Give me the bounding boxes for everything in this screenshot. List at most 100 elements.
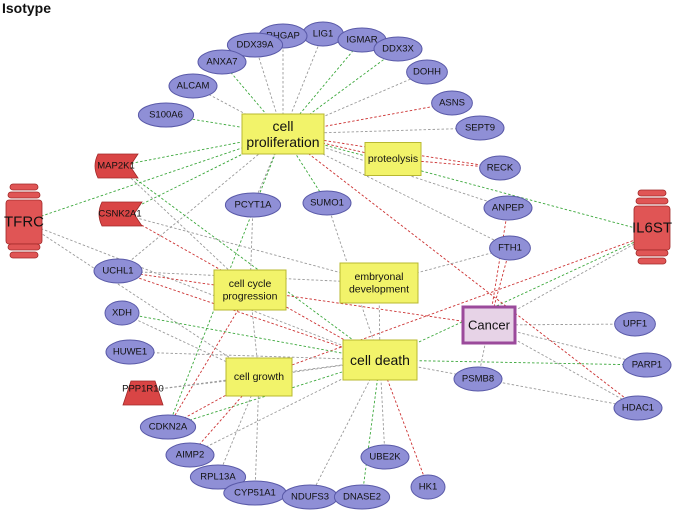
- gene-node-dohh[interactable]: DOHH: [406, 59, 448, 85]
- edge-IGMAR-cell_proliferation: [282, 39, 363, 135]
- gene-label: HK1: [419, 482, 437, 493]
- gene-ellipse: [197, 49, 247, 75]
- edge-HK1-cell_death: [379, 359, 429, 488]
- gene-node-ddx39a[interactable]: DDX39A: [226, 32, 284, 58]
- edge-HDAC1-Cancer: [488, 324, 639, 409]
- gene-ellipse: [613, 395, 663, 421]
- gene-node-xdh[interactable]: XDH: [104, 300, 140, 326]
- edge-HDAC1-cell_death: [379, 359, 639, 409]
- receptor-shape: [637, 257, 667, 265]
- gene-label: UPF1: [623, 319, 647, 330]
- gene-label: PSMB8: [462, 374, 494, 385]
- process-box: [339, 262, 419, 304]
- gene-node-hk1[interactable]: HK1: [410, 474, 446, 500]
- phosphatase-node-ppp1r10[interactable]: PPP1R10: [122, 380, 164, 406]
- gene-node-ube2k[interactable]: UBE2K: [360, 444, 410, 470]
- gene-ellipse: [431, 90, 473, 116]
- gene-node-ndufs3[interactable]: NDUFS3: [281, 484, 339, 510]
- gene-node-cyp51a1[interactable]: CYP51A1: [223, 480, 287, 506]
- process-node-proteolysis[interactable]: proteolysis: [364, 142, 422, 176]
- receptor-node-tfrc[interactable]: TFRC: [4, 183, 44, 259]
- gene-node-aimp2[interactable]: AIMP2: [165, 442, 215, 468]
- edge-UCHL1-cell_death: [117, 270, 381, 361]
- gene-label: UCHL1: [102, 266, 133, 277]
- edge-IL6ST-cell_growth: [258, 232, 655, 378]
- gene-node-asns[interactable]: ASNS: [431, 90, 473, 116]
- gene-node-lig1[interactable]: LIG1: [302, 21, 344, 47]
- gene-node-rpl13a[interactable]: RPL13A: [189, 464, 247, 490]
- figure-title: Isotype: [2, 0, 52, 16]
- gene-label: DDX39A: [237, 40, 275, 51]
- gene-ellipse: [406, 59, 448, 85]
- gene-ellipse: [93, 258, 143, 284]
- gene-node-uchl1[interactable]: UCHL1: [93, 258, 143, 284]
- kinase-label: MAP2K1: [97, 161, 135, 172]
- edge-ANPEP-Cancer: [488, 207, 509, 326]
- edge-HDAC1-cell_proliferation: [282, 133, 639, 409]
- receptor-label: IL6ST: [632, 220, 672, 237]
- gene-node-alcam[interactable]: ALCAM: [168, 73, 218, 99]
- gene-ellipse: [455, 115, 505, 141]
- gene-node-cdkn2a[interactable]: CDKN2A: [139, 414, 197, 440]
- gene-label: DDX3X: [382, 44, 414, 55]
- edge-PARP1-cell_death: [379, 359, 648, 366]
- gene-label: SUMO1: [310, 198, 344, 209]
- receptor-shape: [637, 189, 667, 197]
- gene-node-anpep[interactable]: ANPEP: [483, 195, 533, 221]
- gene-node-sept9[interactable]: SEPT9: [455, 115, 505, 141]
- process-box: [241, 113, 325, 155]
- gene-node-reck[interactable]: RECK: [479, 155, 521, 181]
- gene-label: RHGAP: [266, 31, 300, 42]
- gene-label: ANXA7: [206, 57, 237, 68]
- gene-label: IGMAR: [346, 35, 377, 46]
- gene-node-sumo1[interactable]: SUMO1: [302, 190, 352, 216]
- process-box: [225, 357, 293, 397]
- gene-node-fth1[interactable]: FTH1: [489, 235, 531, 261]
- receptor-shape: [7, 191, 41, 199]
- disease-node-cancer[interactable]: Cancer: [461, 305, 517, 345]
- phosphatase-shape: [122, 380, 164, 406]
- process-label: cell cycle: [229, 278, 272, 290]
- gene-node-dnase2[interactable]: DNASE2: [333, 484, 391, 510]
- edge-DNASE2-cell_death: [361, 359, 381, 498]
- gene-ellipse: [483, 195, 533, 221]
- gene-node-upf1[interactable]: UPF1: [614, 311, 656, 337]
- process-node-cell-growth[interactable]: cell growth: [225, 357, 293, 397]
- process-label: proliferation: [246, 134, 319, 150]
- gene-label: NDUFS3: [291, 492, 329, 503]
- gene-label: CYP51A1: [234, 488, 276, 499]
- gene-node-pcyt1a[interactable]: PCYT1A: [224, 192, 282, 218]
- edge-UCHL1-Cancer: [117, 270, 490, 326]
- gene-node-parp1[interactable]: PARP1: [622, 352, 672, 378]
- receptor-shape: [7, 243, 41, 251]
- kinase-node-map2k1[interactable]: MAP2K1: [94, 153, 139, 179]
- process-node-cell-death[interactable]: cell death: [342, 339, 418, 381]
- gene-ellipse: [165, 442, 215, 468]
- gene-node-hdac1[interactable]: HDAC1: [613, 395, 663, 421]
- gene-ellipse: [302, 190, 352, 216]
- gene-node-psmb8[interactable]: PSMB8: [453, 366, 503, 392]
- gene-ellipse: [104, 300, 140, 326]
- gene-node-huwe1[interactable]: HUWE1: [105, 339, 155, 365]
- kinase-node-csnk2a1[interactable]: CSNK2A1: [98, 201, 143, 227]
- gene-label: DNASE2: [343, 492, 381, 503]
- gene-label: FTH1: [498, 243, 522, 254]
- receptor-node-il6st[interactable]: IL6ST: [632, 189, 672, 265]
- gene-ellipse: [622, 352, 672, 378]
- kinase-shape: [98, 201, 143, 227]
- process-label: progression: [223, 290, 278, 302]
- edge-ALCAM-cell_proliferation: [192, 85, 284, 135]
- gene-node-ddx3x[interactable]: DDX3X: [373, 36, 423, 62]
- gene-node-s100a6[interactable]: S100A6: [137, 102, 195, 128]
- edge-IL6ST-cell_death: [379, 232, 655, 361]
- edge-TFRC-cell_growth: [23, 221, 260, 378]
- gene-label: SEPT9: [465, 123, 495, 134]
- process-label: development: [349, 283, 409, 295]
- gene-label: RPL13A: [200, 472, 236, 483]
- gene-node-anxa7[interactable]: ANXA7: [197, 49, 247, 75]
- process-label: cell: [272, 118, 293, 134]
